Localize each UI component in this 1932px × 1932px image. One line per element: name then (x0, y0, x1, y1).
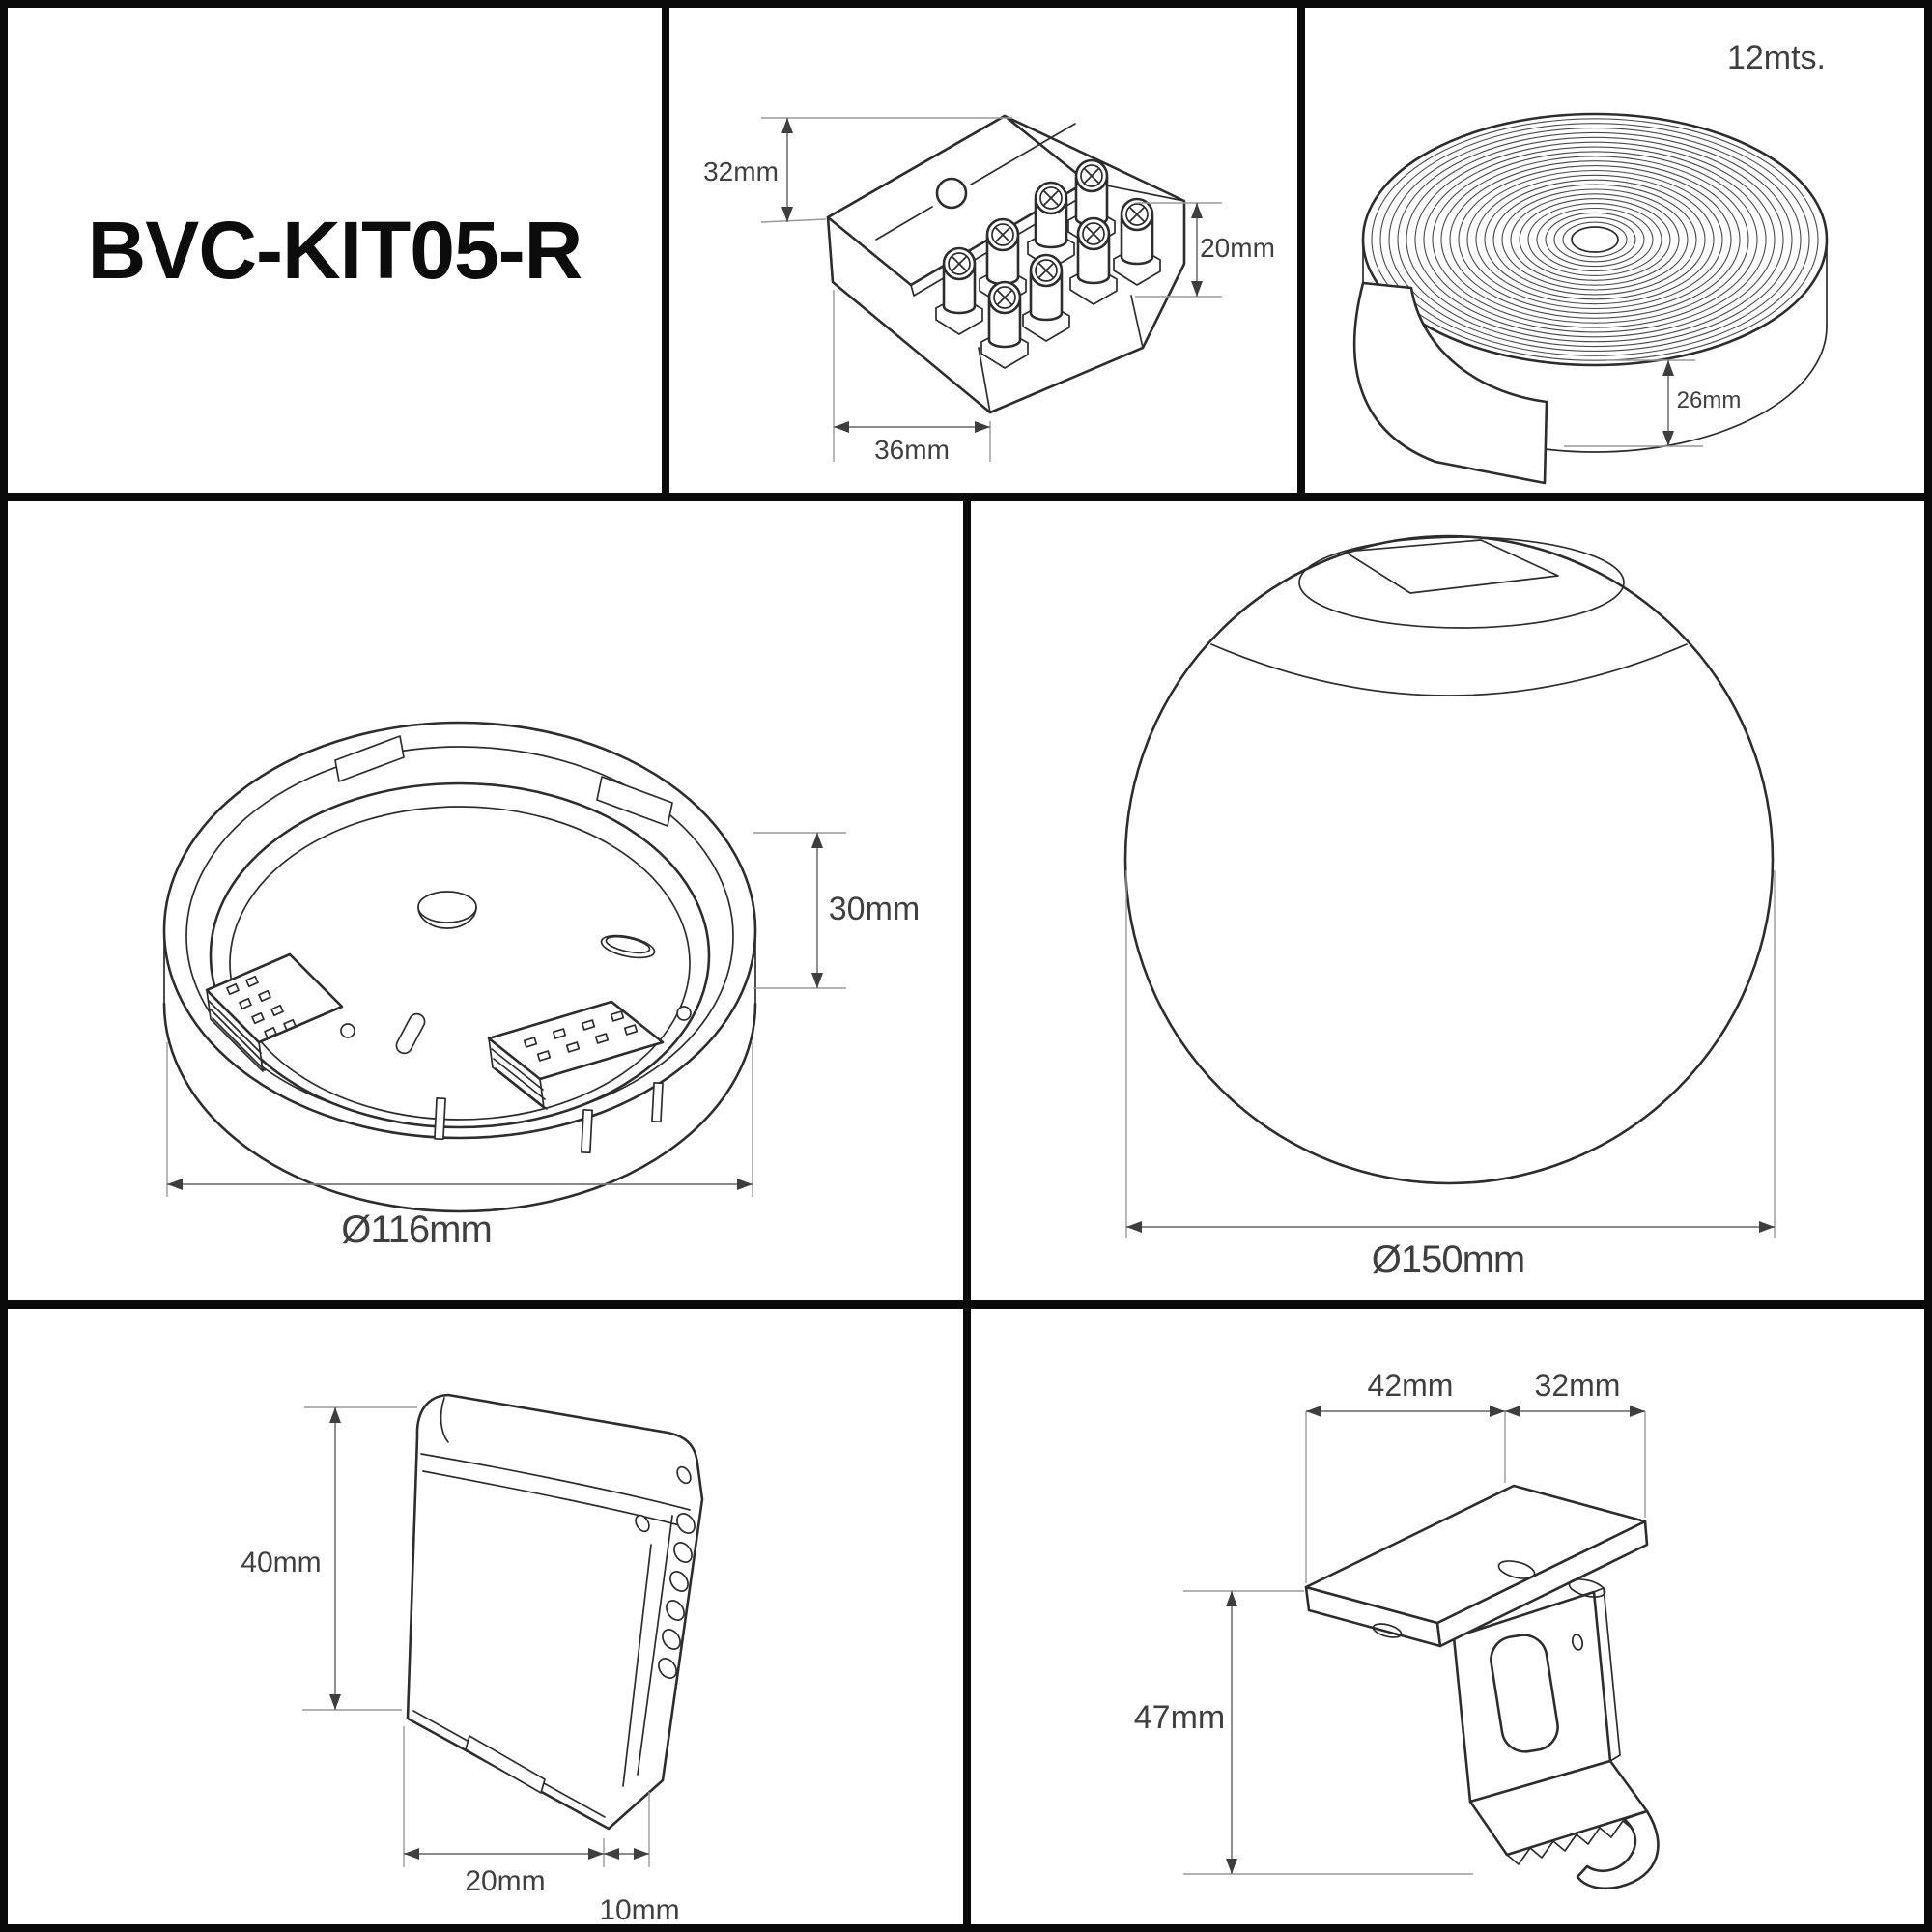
panel-clip: 40mm 20mm 10mm (8, 1309, 963, 1924)
dim-label-42mm: 42mm (1368, 1368, 1454, 1403)
product-code-title: BVC-KIT05-R (87, 204, 583, 296)
tape-roll-drawing (1352, 112, 1829, 485)
clip-drawing (406, 1393, 704, 1831)
dim-label-40mm: 40mm (241, 1547, 321, 1578)
panel-tape-roll: 12mts. 26mm (1305, 8, 1924, 493)
panel-bracket: 42mm 32mm 47mm (971, 1309, 1924, 1924)
terminal-block-drawing (826, 114, 1186, 414)
dim-label-47mm: 47mm (1134, 1699, 1225, 1736)
dim-label-116mm: Ø116mm (341, 1208, 492, 1251)
panel-terminal-block: 32mm 20mm 36mm (669, 8, 1297, 493)
dim-label-20mm-clip: 20mm (465, 1865, 545, 1897)
panel-sphere: Ø150mm (971, 501, 1924, 1300)
clip-figure: 40mm 20mm 10mm (241, 1393, 704, 1924)
sphere-figure: Ø150mm (1123, 534, 1776, 1281)
dim-label-32mm: 32mm (703, 156, 779, 186)
terminal-block-figure: 32mm 20mm 36mm (703, 114, 1275, 465)
dim-20mm-clip: 20mm 10mm (403, 1726, 680, 1924)
panel-product-code: BVC-KIT05-R (8, 8, 662, 493)
dim-label-26mm: 26mm (1677, 387, 1742, 413)
dim-116mm: Ø116mm (166, 1042, 753, 1251)
dim-47mm: 47mm (1134, 1590, 1473, 1875)
panel-mounting-base: 30mm Ø116mm (8, 501, 963, 1300)
bracket-drawing (1304, 1484, 1660, 1890)
mounting-base-drawing (162, 721, 757, 1213)
dim-26mm: 26mm (1564, 359, 1742, 447)
dim-30mm: 30mm (753, 832, 920, 989)
sphere-drawing (1123, 534, 1775, 1185)
dim-label-30mm: 30mm (829, 891, 920, 927)
dim-36mm: 36mm (833, 290, 991, 465)
dim-32mm: 32mm (703, 117, 1012, 223)
dim-label-150mm: Ø150mm (1372, 1238, 1525, 1281)
dim-label-32mm-bracket: 32mm (1535, 1368, 1621, 1403)
dim-label-20mm: 20mm (1200, 233, 1275, 263)
bracket-figure: 42mm 32mm 47mm (1134, 1368, 1660, 1890)
dim-150mm: Ø150mm (1125, 870, 1776, 1281)
dim-42mm: 42mm 32mm (1305, 1368, 1646, 1583)
dim-label-10mm-clip: 10mm (599, 1894, 679, 1924)
dim-20mm: 20mm (1135, 202, 1275, 298)
tape-roll-figure: 12mts. 26mm (1352, 40, 1829, 485)
tape-length-label: 12mts. (1727, 40, 1826, 76)
dim-label-36mm: 36mm (874, 435, 950, 465)
mounting-base-figure: 30mm Ø116mm (162, 721, 920, 1251)
dim-40mm: 40mm (241, 1406, 417, 1711)
